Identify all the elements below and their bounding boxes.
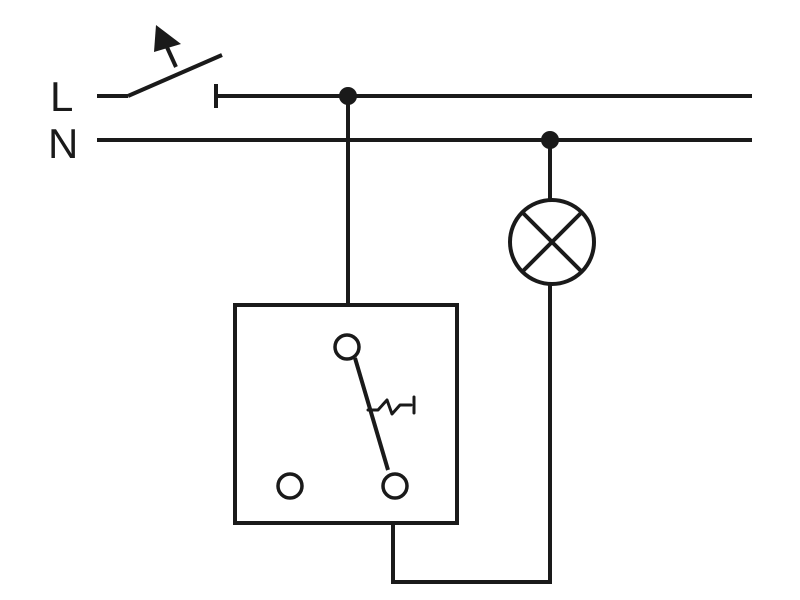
switch-lever bbox=[353, 357, 390, 471]
switch-actuator-arrow-icon bbox=[154, 25, 181, 68]
line-label-n: N bbox=[48, 120, 78, 167]
line-label-l: L bbox=[50, 73, 73, 120]
switch-input-terminal bbox=[333, 333, 361, 361]
switch-spring-mark bbox=[366, 398, 413, 416]
actuator-arrowhead bbox=[154, 25, 181, 52]
switch-output-terminal bbox=[381, 472, 409, 500]
main-switch-blade bbox=[127, 53, 223, 98]
actuator-stem bbox=[164, 44, 178, 68]
switch-to-lamp-wire bbox=[391, 522, 552, 584]
switch-spare-terminal bbox=[276, 472, 304, 500]
main-switch bbox=[97, 25, 223, 108]
lamp-icon bbox=[508, 198, 596, 286]
lamp-cross-2 bbox=[520, 210, 584, 274]
single-pole-switch-icon bbox=[276, 333, 416, 500]
